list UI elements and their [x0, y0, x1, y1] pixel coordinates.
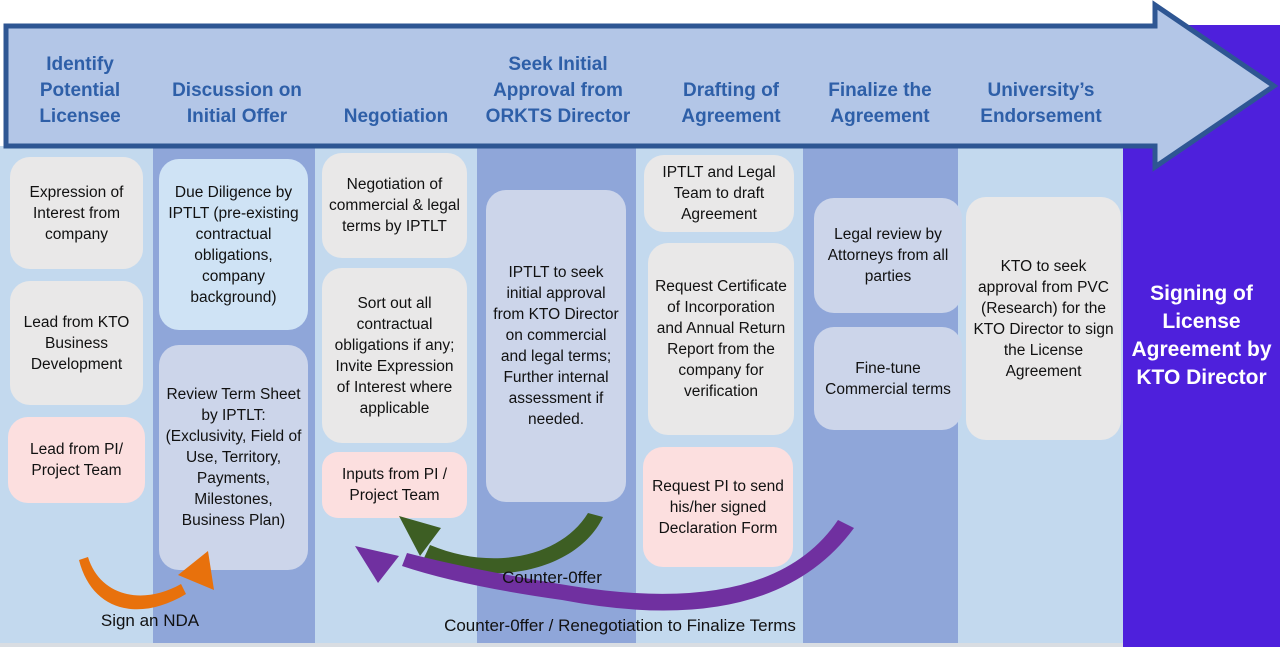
box-text: Sort out all contractual obligations if …: [334, 294, 455, 417]
stage-header-label: Seek Initial Approval from ORKTS Directo…: [485, 54, 631, 127]
box-due-diligence: Due Diligence by IPTLT (pre-existing con…: [159, 159, 308, 330]
box-text: Due Diligence by IPTLT (pre-existing con…: [168, 183, 299, 306]
stage-header-label: University’s Endorsement: [980, 80, 1102, 127]
box-text: Fine-tune Commercial terms: [825, 359, 951, 398]
box-seek-initial-approval: IPTLT to seek initial approval from KTO …: [486, 190, 626, 502]
stage-header-negotiation: Negotiation: [316, 26, 476, 130]
counter-offer-label: Counter-0ffer: [502, 568, 602, 587]
box-inputs-from-pi: Inputs from PI / Project Team: [322, 452, 467, 518]
box-lead-pi-team: Lead from PI/ Project Team: [8, 417, 145, 503]
renegotiation-label: Counter-0ffer / Renegotiation to Finaliz…: [444, 616, 796, 635]
box-text: Inputs from PI / Project Team: [341, 466, 448, 504]
box-lead-kto-business: Lead from KTO Business Development: [10, 281, 143, 405]
box-text: Request PI to send his/her signed Declar…: [652, 477, 784, 537]
final-step-label: Signing of License Agreement by KTO Dire…: [1131, 282, 1272, 389]
box-text: Review Term Sheet by IPTLT: (Exclusivity…: [165, 386, 302, 529]
box-expression-of-interest: Expression of Interest from company: [10, 157, 143, 269]
box-sort-obligations: Sort out all contractual obligations if …: [322, 268, 467, 443]
box-request-declaration-form: Request PI to send his/her signed Declar…: [643, 447, 793, 567]
box-text: Legal review by Attorneys from all parti…: [827, 226, 949, 285]
box-text: IPTLT and Legal Team to draft Agreement: [662, 164, 776, 223]
box-legal-review: Legal review by Attorneys from all parti…: [814, 198, 962, 313]
box-text: KTO to seek approval from PVC (Research)…: [973, 257, 1114, 380]
stage-header-finalize: Finalize the Agreement: [805, 26, 955, 130]
box-text: Expression of Interest from company: [29, 183, 124, 243]
stage-header-label: Drafting of Agreement: [681, 80, 781, 127]
box-text: Lead from PI/ Project Team: [29, 441, 124, 479]
stage-header-label: Negotiation: [343, 106, 449, 127]
box-text: Lead from KTO Business Development: [23, 313, 130, 373]
sign-nda-label: Sign an NDA: [100, 611, 200, 630]
stage-header-endorsement: University’s Endorsement: [956, 26, 1126, 130]
box-request-certificate: Request Certificate of Incorporation and…: [648, 243, 794, 435]
box-text: Negotiation of commercial & legal terms …: [329, 176, 460, 235]
stage-header-label: Identify Potential Licensee: [39, 54, 121, 127]
box-negotiation-terms: Negotiation of commercial & legal terms …: [322, 153, 467, 258]
box-text: IPTLT to seek initial approval from KTO …: [493, 264, 619, 428]
box-review-term-sheet: Review Term Sheet by IPTLT: (Exclusivity…: [159, 345, 308, 570]
stage-header-initial-approval: Seek Initial Approval from ORKTS Directo…: [472, 26, 644, 130]
box-draft-agreement: IPTLT and Legal Team to draft Agreement: [644, 155, 794, 232]
stage-header-label: Discussion on Initial Offer: [172, 80, 302, 127]
bottom-strip: [0, 643, 1123, 647]
box-text: Request Certificate of Incorporation and…: [655, 278, 787, 400]
box-pvc-approval: KTO to seek approval from PVC (Research)…: [966, 197, 1121, 440]
box-fine-tune-terms: Fine-tune Commercial terms: [814, 327, 962, 430]
stage-header-initial-offer: Discussion on Initial Offer: [157, 26, 317, 130]
stage-header-label: Finalize the Agreement: [828, 80, 932, 127]
stage-header-identify-licensee: Identify Potential Licensee: [5, 26, 155, 130]
stage-header-drafting: Drafting of Agreement: [656, 26, 806, 130]
